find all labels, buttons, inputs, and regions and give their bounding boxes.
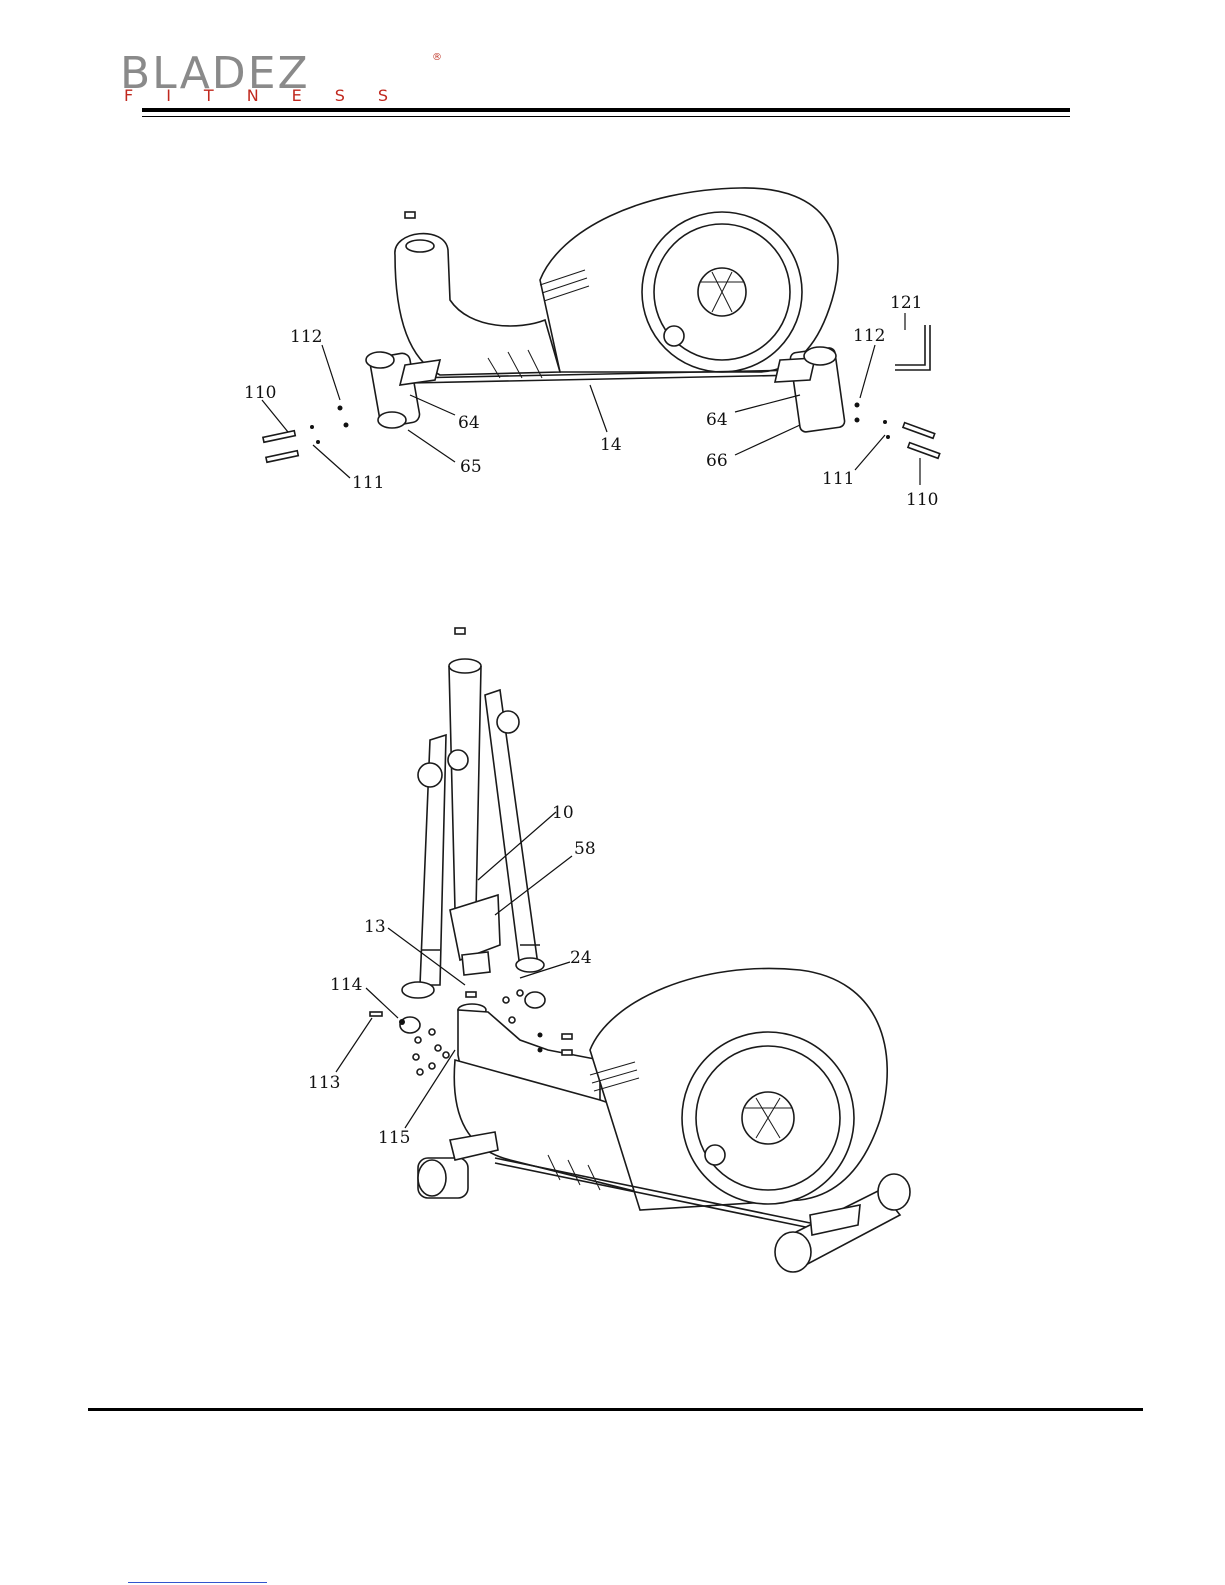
part-label: 64	[458, 413, 480, 433]
part-label: 110	[244, 383, 276, 403]
figure-1-frame-assembly: 112 110 64 65 111 14 121 112 64 66 111 1…	[244, 188, 940, 510]
part-label: 112	[853, 326, 885, 346]
part-label: 111	[352, 473, 384, 493]
part-label: 115	[378, 1128, 410, 1148]
footer-link-underline	[128, 1582, 267, 1583]
part-label: 113	[308, 1073, 340, 1093]
part-label: 14	[600, 435, 622, 455]
part-label: 64	[706, 410, 728, 430]
part-label: 111	[822, 469, 854, 489]
part-label: 121	[890, 293, 922, 313]
part-label: 66	[706, 451, 728, 471]
part-label: 112	[290, 327, 322, 347]
part-label: 13	[364, 917, 386, 937]
part-label: 24	[570, 948, 592, 968]
part-label: 58	[574, 839, 596, 859]
figure-2-upright-assembly: 10 58 13 24 114 113 115	[308, 628, 910, 1272]
part-label: 65	[460, 457, 482, 477]
part-label: 114	[330, 975, 362, 995]
footer-rule	[88, 1408, 1143, 1411]
part-label: 110	[906, 490, 938, 510]
part-label: 10	[552, 803, 574, 823]
